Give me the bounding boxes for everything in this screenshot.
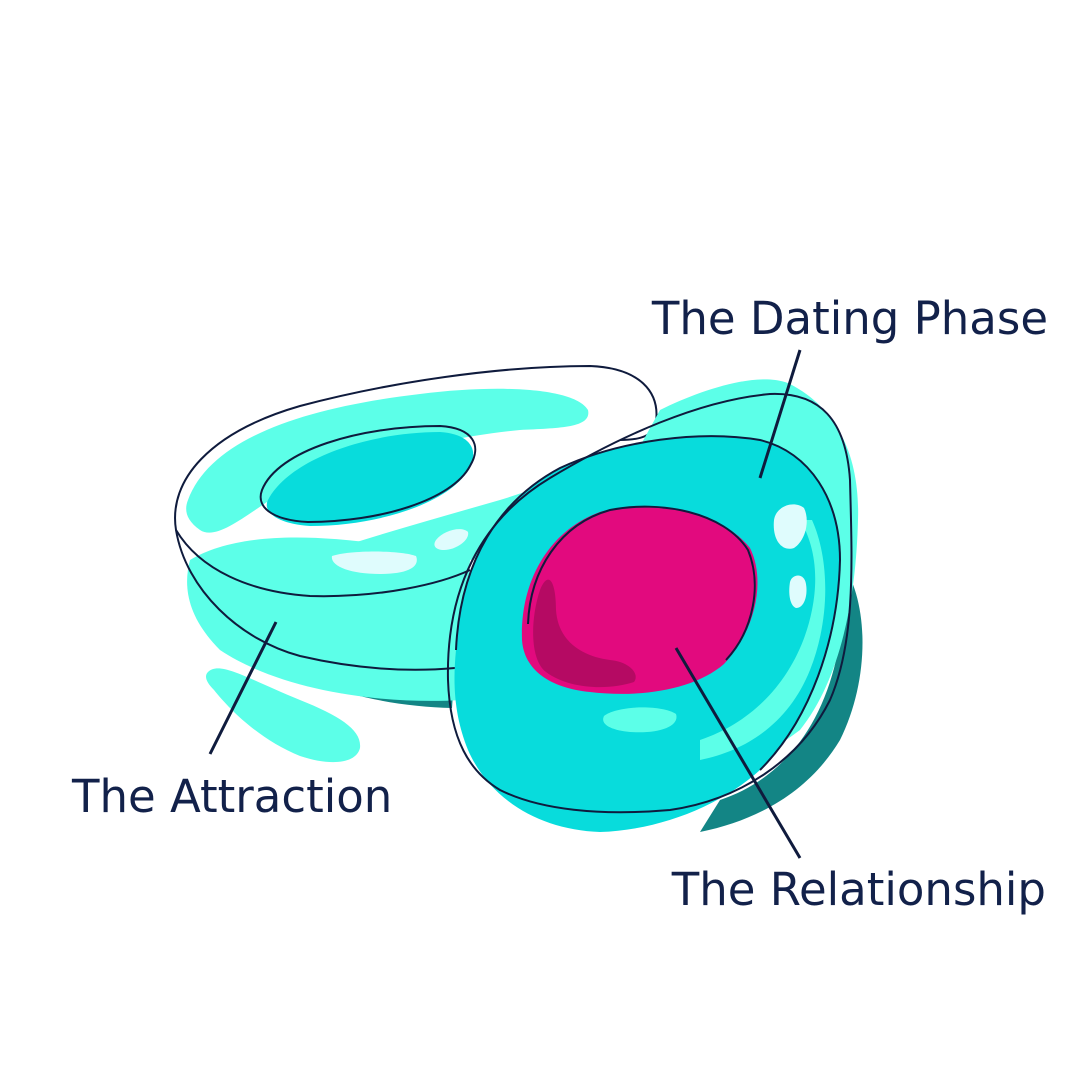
left-half-drip <box>206 668 361 763</box>
left-half-top-patch <box>186 388 589 533</box>
right-half-inner-outline <box>455 435 842 771</box>
left-half-rim-outline <box>175 529 471 598</box>
left-half-highlight <box>331 551 417 574</box>
right-half-pit-outline <box>527 505 756 661</box>
label-dating-phase: The Dating Phase <box>651 292 1048 345</box>
right-half-outer-outline <box>446 392 853 814</box>
pointer-line-relationship <box>674 647 802 859</box>
left-half-highlight-2 <box>434 529 469 550</box>
right-half-pit <box>521 506 758 694</box>
right-half-pit-shadow <box>533 579 636 688</box>
right-half-highlight <box>773 504 807 549</box>
right-half-highlight-3 <box>603 707 677 733</box>
right-half-swirl <box>700 520 826 760</box>
label-relationship: The Relationship <box>671 863 1046 916</box>
pointer-line-dating-phase <box>758 349 802 479</box>
right-half-shadow <box>700 560 863 832</box>
right-half-highlight-2 <box>789 575 807 608</box>
label-attraction: The Attraction <box>72 770 393 823</box>
pointer-line-attraction <box>208 621 278 755</box>
left-half-hollow-outline <box>259 424 477 524</box>
right-avocado-half-icon <box>446 379 863 832</box>
